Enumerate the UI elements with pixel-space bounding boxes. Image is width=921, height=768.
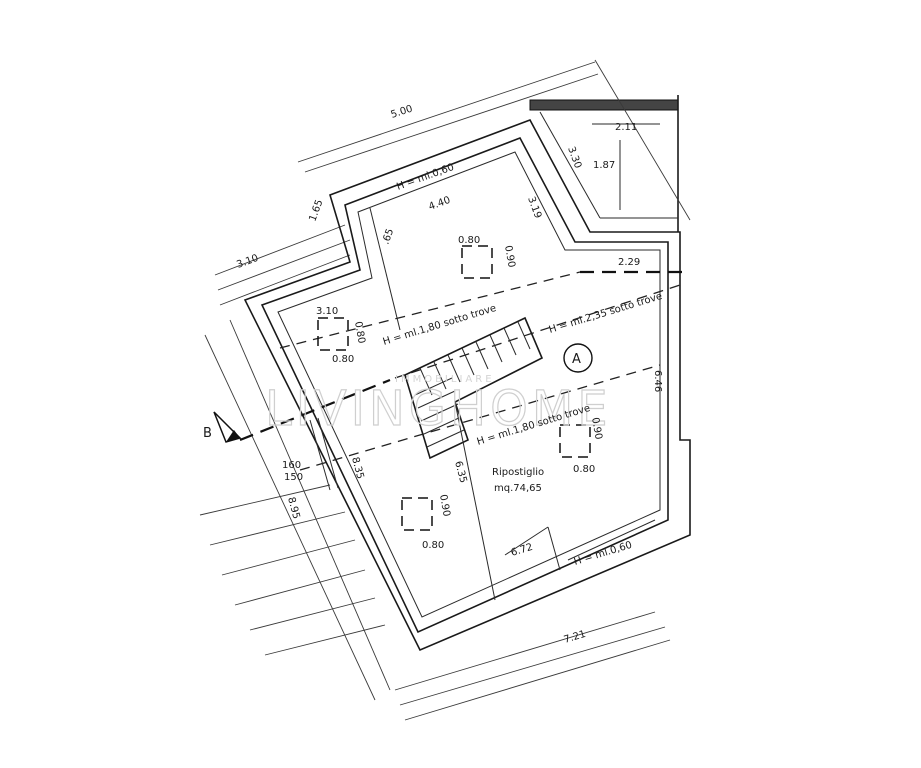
dim-310-box: 3.10 (316, 306, 338, 317)
outer-dimension-lines (204, 61, 671, 721)
skylight-2-height: 0.80 (352, 321, 367, 345)
room-name: Ripostiglio (492, 467, 544, 478)
balcony-rails (199, 484, 386, 656)
watermark: LIVINGHOME (265, 381, 612, 437)
section-marker-label: B (203, 426, 212, 441)
skylight-3-height: 0.90 (589, 417, 604, 441)
section-b-marker (213, 411, 242, 443)
dim-721: 7.21 (563, 629, 588, 646)
skylight-4-width: 0.80 (422, 540, 444, 551)
room-marker-label: A (572, 352, 581, 367)
dim-310-top: 3.10 (235, 253, 260, 271)
skylight-2-width: 0.80 (332, 354, 354, 365)
section-lines (239, 270, 690, 471)
dim-895: 8.95 (285, 496, 301, 520)
dim-646: 6.46 (652, 370, 663, 392)
staircase (404, 316, 544, 460)
dim-500: 5.00 (390, 104, 415, 121)
height-label-ridge: H = ml.2,35 sotto trove (548, 291, 664, 336)
skylight-4 (401, 497, 433, 531)
dim-440: 4.40 (427, 195, 452, 213)
outer-walls (243, 119, 691, 652)
room-area: mq.74,65 (494, 483, 542, 494)
dim-160: 160 (282, 460, 301, 471)
dim-330: 3.30 (565, 145, 583, 170)
dim-229: 2.29 (618, 257, 640, 268)
dim-187: 1.87 (593, 160, 615, 171)
dim-319: 3.19 (525, 195, 543, 220)
interior-lines (309, 207, 656, 601)
dim-635: 6.35 (452, 460, 468, 484)
skylight-4-height: 0.90 (437, 494, 452, 518)
room-marker-circle (563, 343, 593, 373)
dim-150: 150 (284, 472, 303, 483)
dim-211: 2.11 (615, 122, 637, 133)
dim-165: 1.65 (307, 198, 325, 223)
skylight-3-width: 0.80 (573, 464, 595, 475)
terrace-block (529, 59, 691, 232)
skylight-1 (461, 245, 493, 279)
skylight-1-width: 0.80 (458, 235, 480, 246)
skylight-1-height: 0.90 (502, 245, 517, 269)
watermark-sub: IMMOBILIARE (395, 374, 495, 385)
dim-672: 6.72 (510, 542, 535, 559)
dim-065: .65 (380, 227, 396, 246)
